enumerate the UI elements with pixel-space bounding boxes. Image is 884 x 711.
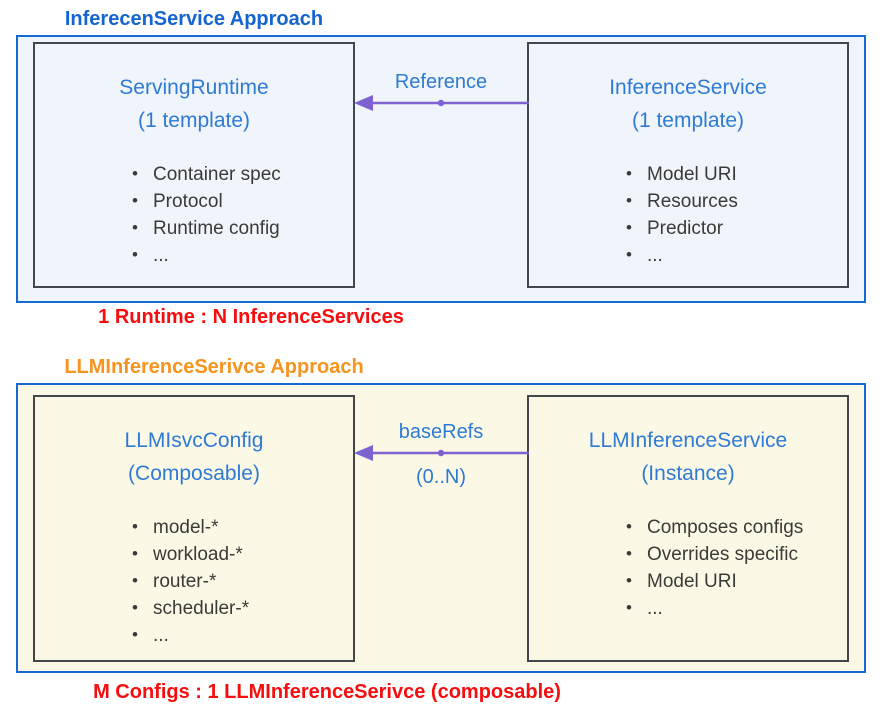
- section2-caption: M Configs : 1 LLMInferenceSerivce (compo…: [93, 681, 561, 703]
- serving-runtime-box-title: ServingRuntime: [119, 76, 269, 99]
- section1-panel: ServingRuntime (1 template) Container sp…: [16, 35, 866, 303]
- llm-isvc-config-box-subtitle: (Composable): [128, 462, 260, 485]
- bullet-item: ...: [624, 594, 847, 622]
- bullet-item: Container spec: [130, 160, 353, 188]
- bullet-item: model-*: [130, 513, 353, 541]
- bullet-item: Model URI: [624, 567, 847, 595]
- baserefs-arrow-sublabel: (0..N): [416, 466, 466, 488]
- llm-inference-service-bullet-list: Composes configs Overrides specific Mode…: [529, 513, 847, 622]
- llm-inference-service-box-subtitle: (Instance): [641, 462, 735, 485]
- bullet-item: scheduler-*: [130, 594, 353, 622]
- llm-isvc-config-box: LLMIsvcConfig (Composable) model-* workl…: [33, 395, 355, 662]
- bullet-item: Overrides specific: [624, 540, 847, 568]
- serving-runtime-bullet-list: Container spec Protocol Runtime config .…: [35, 160, 353, 269]
- inference-service-bullet-list: Model URI Resources Predictor ...: [529, 160, 847, 269]
- serving-runtime-box: ServingRuntime (1 template) Container sp…: [33, 42, 355, 288]
- bullet-item: ...: [624, 241, 847, 269]
- section1-title: InferecenService Approach: [64, 8, 324, 30]
- inference-service-box-subtitle: (1 template): [631, 109, 745, 132]
- inference-service-box: InferenceService (1 template) Model URI …: [527, 42, 849, 288]
- baserefs-arrow-label: baseRefs: [398, 421, 484, 443]
- llm-inference-service-box-title: LLMInferenceService: [588, 429, 788, 452]
- bullet-item: Predictor: [624, 214, 847, 242]
- reference-arrow-label: Reference: [394, 71, 488, 93]
- llm-isvc-config-bullet-list: model-* workload-* router-* scheduler-* …: [35, 513, 353, 649]
- bullet-item: workload-*: [130, 540, 353, 568]
- bullet-item: router-*: [130, 567, 353, 595]
- bullet-item: Model URI: [624, 160, 847, 188]
- bullet-item: Runtime config: [130, 214, 353, 242]
- section2-panel: LLMIsvcConfig (Composable) model-* workl…: [16, 383, 866, 673]
- baserefs-left-arrow-icon: [354, 445, 529, 461]
- bullet-item: ...: [130, 241, 353, 269]
- llm-inference-service-box: LLMInferenceService (Instance) Composes …: [527, 395, 849, 662]
- bullet-item: Protocol: [130, 187, 353, 215]
- inference-service-box-title: InferenceService: [609, 76, 767, 99]
- bullet-item: Resources: [624, 187, 847, 215]
- bullet-item: Composes configs: [624, 513, 847, 541]
- serving-runtime-box-subtitle: (1 template): [137, 109, 251, 132]
- section2-title: LLMInferenceSerivce Approach: [64, 356, 364, 378]
- section1-caption: 1 Runtime : N InferenceServices: [98, 306, 404, 328]
- reference-left-arrow-icon: [354, 95, 529, 111]
- llm-isvc-config-box-title: LLMIsvcConfig: [124, 429, 264, 452]
- bullet-item: ...: [130, 621, 353, 649]
